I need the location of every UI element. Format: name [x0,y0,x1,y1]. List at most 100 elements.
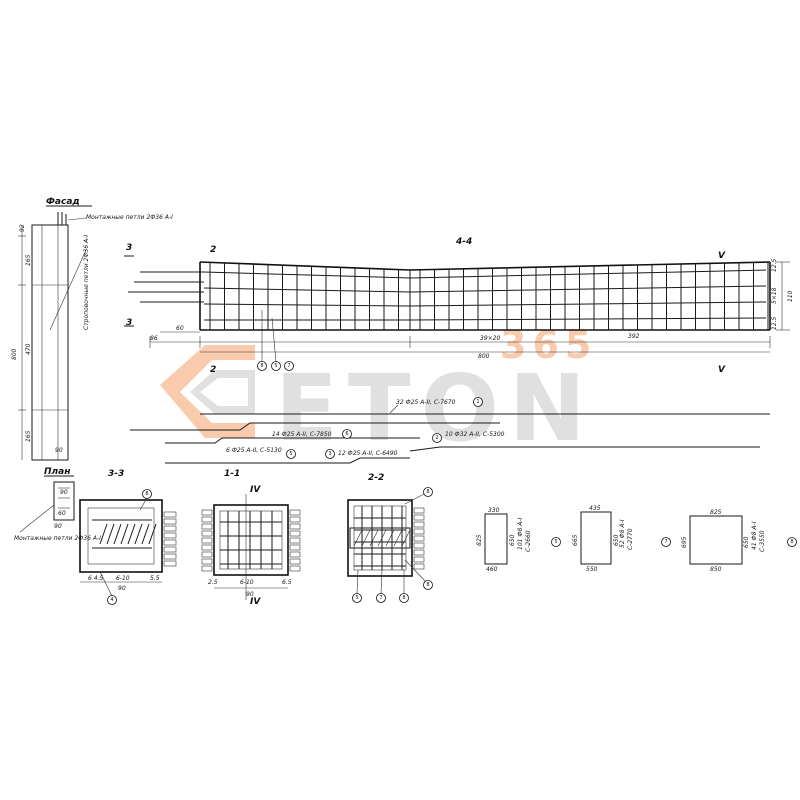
stirrup-5-left: 825 [476,534,483,546]
cut-iv-bottom: IV [250,597,261,607]
stirrup-8-left: 695 [681,536,688,548]
rebar-stub [163,532,177,539]
rebar-0-mark-text: 1 [476,399,479,405]
beam-mark-7-text: 7 [287,363,290,369]
s22-mark-5 [352,593,362,603]
beam-dim-left60: 60 [176,325,184,332]
rebar-2-mark [432,433,442,443]
drawing-line [106,523,115,545]
stirrup-7-mark [661,537,671,547]
beam-dim-right: 392 [628,333,640,340]
stirrup-8-len: С-3550 [759,530,766,552]
rebar-stub [413,549,425,556]
stirrup-detail-8: 825 695 650 850 41 Ф8 А-I С-3550 8 [681,509,797,573]
rebar-1-spec: 14 Ф25 А-II, С-7850 [272,431,332,438]
s22-mark-7 [376,593,386,603]
beam-mark-8 [257,361,267,371]
rebar-stub [413,556,425,563]
stirrup-8-spec: 41 Ф8 А-I [751,521,758,550]
rebar-3-mark [286,449,296,459]
section-3-3: 3-3 6-10 90 6 4.5 5.5 8 4 [79,469,177,605]
watermark: ETON 365 [160,323,591,462]
rebar-stub [163,518,177,525]
facade-dim-0: 92 [19,224,26,232]
rebar-stub [413,542,425,549]
s22-mark-right [423,580,433,590]
rebar-0-mark [473,397,483,407]
s22-mark-top-text: 8 [426,489,429,495]
rebar-stub [413,514,425,521]
stirrup-5-len: С-2660 [525,530,532,552]
cut-v-top: V [718,251,726,261]
s11-dim-0: 6-10 [240,579,254,586]
beam-dim-hmid: 5×18 [771,287,778,304]
rebar-2-mark-text: 2 [435,435,438,441]
s22-mark-right-text: 8 [426,582,429,588]
stirrup-set-right [419,262,769,330]
beam-dim-bay: 39×20 [480,335,500,342]
stirrup-5-mark [551,537,561,547]
rebar-stub [163,539,177,546]
rebar-stub [201,558,213,565]
section-1-grid [220,511,282,569]
beam-mark-8-text: 8 [260,363,263,369]
stirrup-5-top: 330 [488,507,500,514]
stirrup-7-mark-text: 7 [664,539,667,545]
facade-dim-2: 470 [25,343,32,355]
rebar-stub [201,544,213,551]
stirrup-5-right: 650 [509,534,516,546]
section-3-hatch [99,523,157,545]
facade-dim-5: 90 [55,447,63,454]
s22-mark-8b [399,593,409,603]
facade-dim-1: 165 [25,254,32,266]
beam-dim-total: 800 [478,353,490,360]
beam-dim-htop: 12.5 [771,258,778,272]
rebar-2-spec: 10 Ф32 А-II, С-5300 [445,431,505,438]
rebar-stub [201,565,213,572]
stirrup-detail-7: 435 665 650 550 52 Ф8 А-I С-2770 7 [572,505,671,573]
s22-mark-8b-text: 8 [402,595,405,601]
beam-mark-7 [284,361,294,371]
stirrup-5-spec: 101 Ф8 А-I [517,517,524,550]
cut-3-top: 3 [126,243,132,253]
drawing-line [377,529,387,547]
beam-mark-5-text: 5 [274,363,277,369]
rebar-stub [413,535,425,542]
plan-dim-2: 90 [54,523,62,530]
plan-view: План 90 60 90 Монтажные петли 2Ф36 А-I [14,467,101,542]
beam-dim-left86: 86 [150,335,158,342]
plan-dim-1: 60 [58,510,66,517]
s11-dim-1: 90 [246,591,254,598]
section-2-title: 2-2 [368,473,384,483]
rebar-stub [201,551,213,558]
drawing-line [353,529,363,547]
drawing-line [113,523,122,545]
cut-2-bottom: 2 [210,365,216,375]
stirrup-7-top: 435 [589,505,601,512]
rebar-4-mark [325,449,335,459]
rebar-stub [289,551,301,558]
stirrup-7-right: 650 [613,534,620,546]
rebar-3-spec: 6 Ф25 А-II, С-5130 [226,447,282,454]
s33-mark-top-text: 8 [145,491,148,497]
rebar-stub [201,523,213,530]
facade-view: Фасад 92 165 470 800 165 90 Монтажные пе… [11,197,173,461]
drawing-line [393,529,403,547]
s11-dim-3: 6.5 [282,579,292,586]
beam-dim-height: 110 [787,290,794,302]
stirrup-8-top: 825 [710,509,722,516]
rebar-stub [289,565,301,572]
rebar-stub [289,537,301,544]
stirrup-set-left [209,262,399,330]
rebar-stub [163,546,177,553]
rebar-stub [413,528,425,535]
rebar-stub [163,553,177,560]
facade-title: Фасад [46,197,80,207]
plan-title: План [44,467,70,477]
rebar-stub [289,516,301,523]
s33-dim-0: 6-10 [116,575,130,582]
mount-loops-top-note: Монтажные петли 2Ф36 А-I [86,214,173,221]
s33-dim-2: 6 4.5 [88,575,103,582]
stirrup-detail-5: 330 825 650 460 101 Ф8 А-I С-2660 5 [476,507,561,573]
